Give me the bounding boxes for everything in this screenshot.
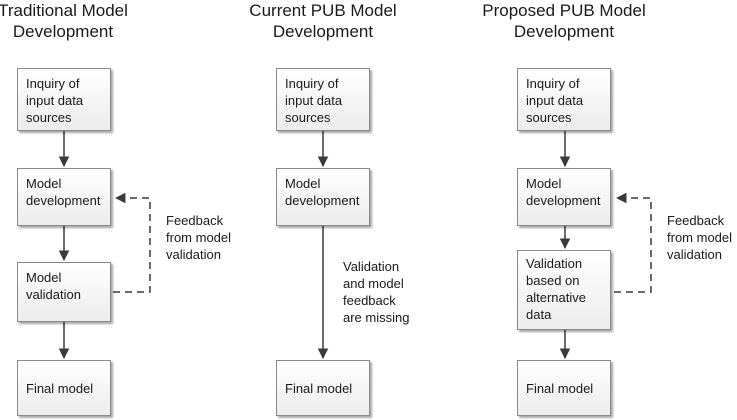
step-model-validation: Model validation: [17, 262, 111, 322]
column-title-proposed-pub: Proposed PUB Model Development: [482, 1, 646, 41]
step-validation-alternative-data: Validation based on alternative data: [517, 250, 611, 330]
column-title-current-pub: Current PUB Model Development: [249, 1, 397, 41]
feedback-loop-arrow: [113, 192, 151, 293]
feedback-note: Feedback from model validation: [166, 213, 232, 262]
step-final-model: Final model: [517, 360, 611, 416]
column-title-traditional: Traditional Model Development: [0, 1, 128, 41]
step-final-model: Final model: [17, 360, 111, 416]
feedback-loop-arrow: [614, 192, 652, 293]
step-inquiry-input-data: Inquiry of input data sources: [517, 68, 611, 131]
step-inquiry-input-data: Inquiry of input data sources: [17, 68, 111, 131]
step-model-development: Model development: [276, 168, 370, 226]
step-final-model: Final model: [276, 360, 370, 416]
step-model-development: Model development: [517, 168, 611, 226]
step-model-development: Model development: [17, 168, 111, 226]
missing-validation-note: Validation and model feedback are missin…: [343, 259, 410, 325]
feedback-note: Feedback from model validation: [667, 213, 733, 262]
step-inquiry-input-data: Inquiry of input data sources: [276, 68, 370, 131]
